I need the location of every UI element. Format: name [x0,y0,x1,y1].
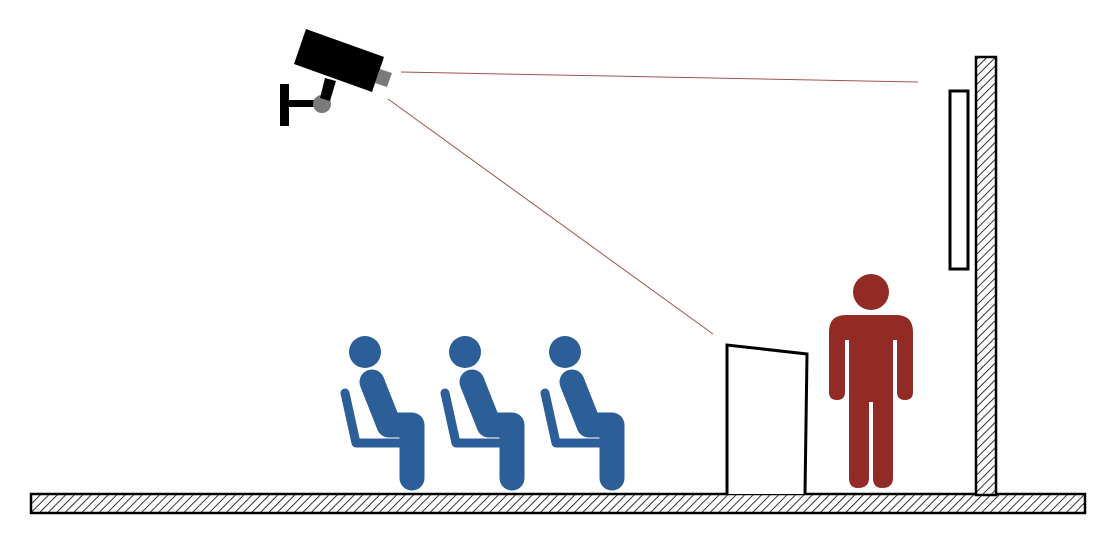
camera-sight-line-upper [400,71,919,83]
seated-person-icon [540,336,625,491]
camera-sight-line-lower [387,98,714,335]
hatched-floor [29,492,1087,515]
seated-person-icon [340,336,425,491]
hatched-wall [974,55,998,497]
audience-group [340,336,625,491]
standing-person-icon [829,274,913,488]
seated-person-icon [440,336,525,491]
podium [725,343,809,495]
wall-screen [948,89,970,271]
security-camera-icon [280,29,392,126]
